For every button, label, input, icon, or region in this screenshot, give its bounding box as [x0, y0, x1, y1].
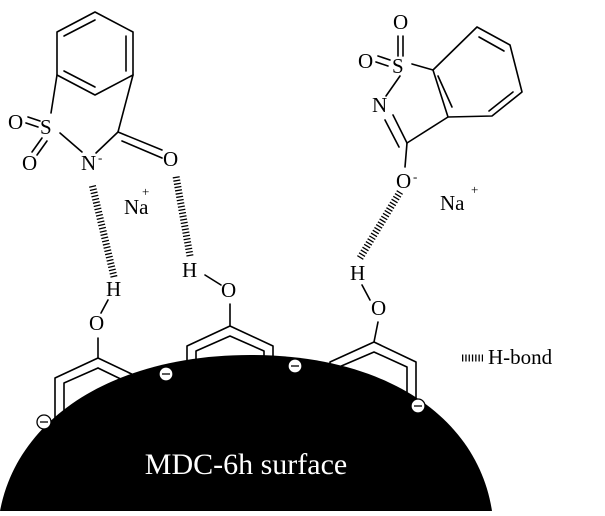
phenol-ring-2: O H: [172, 175, 274, 377]
legend-label: H-bond: [488, 345, 553, 369]
phenol-ring-1: O H: [54, 183, 141, 419]
sodium-left: Na: [124, 195, 149, 219]
surface-charge-4: [410, 398, 426, 414]
surface-charge-3: [287, 358, 303, 374]
nitrogen-anion: N: [81, 151, 96, 175]
surface-charge-1: [36, 414, 52, 430]
phenol-o-1: O: [89, 311, 104, 335]
phenol-h-2: H: [182, 258, 197, 282]
surface-charge-2: [158, 366, 174, 382]
mdc-surface: [0, 355, 492, 511]
sulfur-right: S: [392, 54, 404, 78]
sulfur-left: S: [40, 115, 52, 139]
phenol-h-3: H: [350, 261, 365, 285]
carbonyl-o: O: [163, 147, 178, 171]
sodium-left-charge: +: [142, 184, 149, 199]
enolate-charge: -: [413, 169, 417, 184]
phenol-o-3: O: [371, 296, 386, 320]
phenol-o-2: O: [221, 278, 236, 302]
saccharin-left: O S O O N - Na +: [8, 11, 178, 219]
nitrogen-charge: -: [98, 150, 102, 165]
h-bond-1: [88, 183, 118, 278]
sodium-right-charge: +: [471, 182, 478, 197]
sulfonyl-o-2: O: [22, 151, 37, 175]
sulfonyl-o-1: O: [8, 110, 23, 134]
phenol-ring-3: O H: [329, 190, 417, 409]
legend: H-bond: [462, 345, 553, 369]
nitrogen-imine: N: [372, 93, 387, 117]
surface-charges: [36, 358, 426, 430]
phenol-h-1: H: [106, 277, 121, 301]
enolate-o: O: [396, 169, 411, 193]
sulfonyl-o-3: O: [393, 10, 408, 34]
sodium-right: Na: [440, 191, 465, 215]
h-bond-3: [357, 190, 403, 260]
surface-label: MDC-6h surface: [145, 448, 347, 481]
sulfonyl-o-4: O: [358, 49, 373, 73]
h-bond-2: [172, 175, 194, 257]
saccharin-right: O - S O O N Na +: [358, 10, 523, 215]
